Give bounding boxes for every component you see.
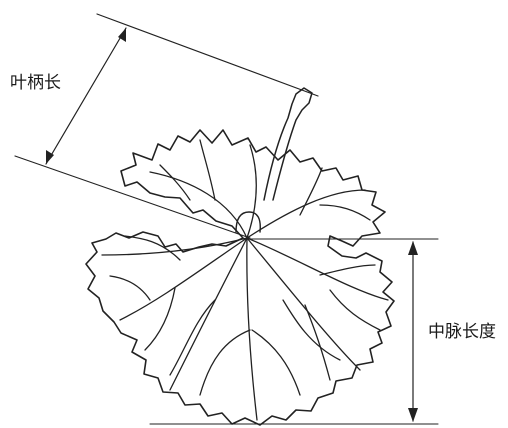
midrib-length-label: 中脉长度 — [428, 322, 496, 342]
petiole-dimension-line — [45, 27, 127, 165]
petiole-arrow-bottom — [46, 150, 54, 164]
petiole-extension-top — [96, 13, 319, 97]
leaf-veins — [101, 139, 389, 421]
petiole — [263, 87, 313, 201]
midrib-arrow-bottom — [408, 408, 418, 422]
midrib-arrow-top — [408, 241, 418, 255]
petiole-arrow-top — [118, 28, 126, 42]
petiole-sinus — [235, 211, 261, 233]
leaf-blade-outline — [85, 129, 395, 426]
petiole-extension-bottom — [14, 155, 251, 239]
petiole-length-label: 叶柄长 — [10, 73, 61, 93]
